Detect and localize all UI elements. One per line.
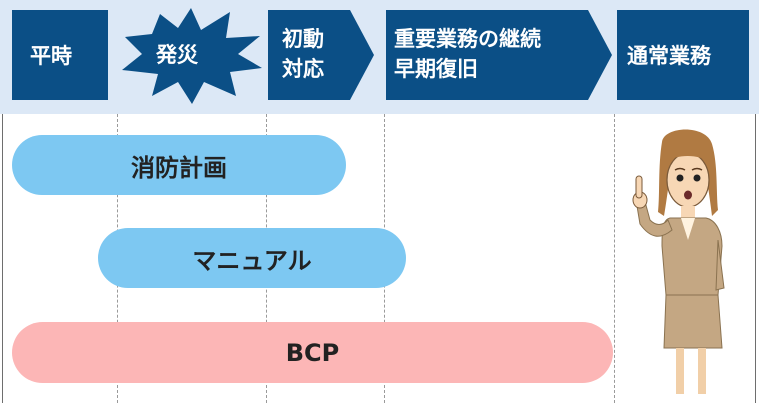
bar-bcp: BCP: [12, 322, 613, 383]
businesswoman-pointing-illustration: [632, 129, 725, 394]
bar-label: マニュアル: [192, 246, 312, 275]
phase-label-tsujo: 通常業務: [627, 41, 711, 71]
phase-label-line: 初動: [282, 27, 324, 51]
phase-label-line: 通常業務: [627, 44, 711, 68]
phase-box-heiji: [12, 10, 108, 100]
phase-label-hassai: 発災: [156, 40, 198, 70]
phase-label-heiji: 平時: [30, 41, 72, 71]
frame-right-border: [755, 114, 756, 403]
phase-label-line: 重要業務の継続: [394, 27, 541, 51]
phase-box-tsujo: [617, 10, 749, 100]
phase-label-line: 平時: [30, 44, 72, 68]
phase-label-line: 対応: [282, 57, 324, 81]
bar-label: 消防計画: [131, 153, 227, 182]
phase-label-keizoku: 重要業務の継続 早期復旧: [394, 24, 541, 84]
phase-label-line: 発災: [156, 43, 198, 67]
phase-shapes: [12, 8, 749, 104]
bar-fire-prevention-plan: 消防計画: [12, 135, 346, 195]
phase-divider-line: [614, 114, 615, 403]
phase-label-shodo: 初動 対応: [282, 24, 324, 84]
arrow-shape-shodo: [268, 10, 374, 100]
bar-manual: マニュアル: [98, 228, 406, 288]
bar-label: BCP: [285, 338, 340, 367]
frame-left-border: [2, 114, 3, 403]
starburst-shape-hassai: [122, 8, 262, 104]
phase-label-line: 早期復旧: [394, 57, 478, 81]
arrow-shape-keizoku: [386, 10, 612, 100]
